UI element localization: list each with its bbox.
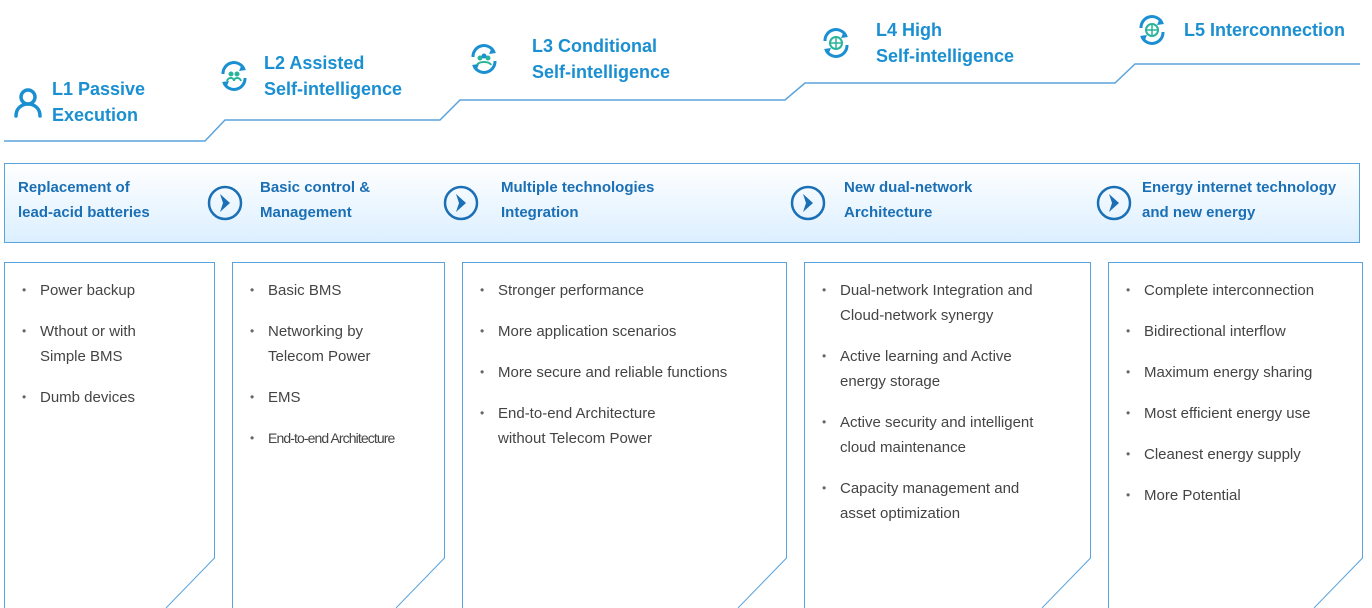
panel-l4: Dual-network Integration andCloud-networ…: [804, 262, 1092, 608]
stage-3-line1: Multiple technologies: [501, 179, 655, 196]
list-item: Cleanest energy supply: [1108, 442, 1314, 467]
level-l1-line2: Execution: [52, 105, 139, 125]
chevron-right-icon: [1096, 185, 1132, 221]
list-item: More Potential: [1108, 483, 1314, 508]
list-item: Stronger performance: [462, 278, 727, 303]
stage-3: Multiple technologies Integration: [501, 175, 654, 225]
list-item: More application scenarios: [462, 319, 727, 344]
list-item: EMS: [232, 385, 394, 410]
level-l2-line2: Self-intelligence: [264, 79, 403, 99]
list-item: Most efficient energy use: [1108, 401, 1314, 426]
list-item: More secure and reliable functions: [462, 360, 727, 385]
level-l5-line1: L5 Interconnection: [1184, 20, 1346, 40]
level-l2: L2 Assisted Self-intelligence: [218, 50, 402, 102]
level-l5: L5 Interconnection: [1136, 14, 1345, 46]
stage-5-line2: and new energy: [1142, 204, 1256, 221]
stage-4: New dual-network Architecture: [844, 175, 972, 225]
list-item: Basic BMS: [232, 278, 394, 303]
panel-frame: [4, 262, 215, 608]
panel-l3: Stronger performance More application sc…: [462, 262, 788, 608]
level-l4-line2: Self-intelligence: [876, 46, 1015, 66]
panel-l4-list: Dual-network Integration andCloud-networ…: [804, 278, 1033, 542]
panel-l5: Complete interconnection Bidirectional i…: [1108, 262, 1364, 608]
list-item: Bidirectional interflow: [1108, 319, 1314, 344]
stage-4-line2: Architecture: [844, 204, 933, 221]
chevron-right-icon: [443, 185, 479, 221]
panel-frame: [232, 262, 445, 608]
level-l1-line1: L1 Passive: [52, 79, 146, 99]
list-item: Maximum energy sharing: [1108, 360, 1314, 385]
stage-3-line2: Integration: [501, 204, 579, 221]
level-l2-line1: L2 Assisted: [264, 53, 365, 73]
panel-l5-list: Complete interconnection Bidirectional i…: [1108, 278, 1314, 524]
stage-5: Energy internet technology and new energ…: [1142, 175, 1336, 225]
stage-5-line1: Energy internet technology: [1142, 179, 1337, 196]
cycle-globe-icon: [823, 28, 849, 58]
level-l4: L4 High Self-intelligence: [820, 17, 1014, 69]
stage-2-line2: Management: [260, 204, 352, 221]
list-item: End-to-end Architecture: [232, 426, 395, 451]
list-item: Power backup: [4, 278, 136, 303]
level-l1: L1 Passive Execution: [12, 76, 145, 128]
stage-band: [4, 163, 1360, 243]
chevron-right-icon: [790, 185, 826, 221]
chevron-right-icon: [207, 185, 243, 221]
cycle-people-icon: [471, 44, 497, 74]
cycle-people-icon: [221, 61, 247, 91]
stage-2: Basic control & Management: [260, 175, 370, 225]
level-l3-line2: Self-intelligence: [532, 62, 671, 82]
level-l3: L3 Conditional Self-intelligence: [468, 33, 670, 85]
stage-1: Replacement of lead-acid batteries: [18, 175, 150, 225]
stage-1-line1: Replacement of: [18, 179, 130, 196]
stage-2-line1: Basic control &: [260, 179, 371, 196]
person-icon: [14, 88, 42, 118]
stage-4-line1: New dual-network: [844, 179, 973, 196]
list-item: Dual-network Integration andCloud-networ…: [804, 278, 1033, 328]
list-item: Dumb devices: [4, 385, 136, 410]
level-l4-line1: L4 High: [876, 20, 942, 40]
cycle-globe-icon: [1139, 15, 1165, 45]
list-item: Complete interconnection: [1108, 278, 1314, 303]
stage-1-line2: lead-acid batteries: [18, 204, 150, 221]
panel-l3-list: Stronger performance More application sc…: [462, 278, 727, 467]
level-l3-line1: L3 Conditional: [532, 36, 657, 56]
